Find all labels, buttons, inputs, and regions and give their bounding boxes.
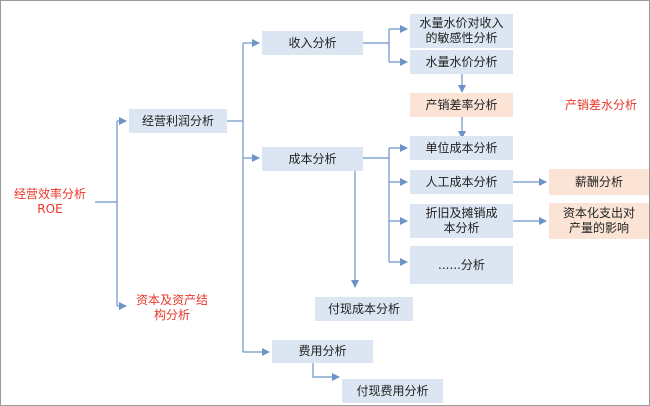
other-analysis-box: ......分析 <box>410 246 513 284</box>
capital-structure-label: 资本及资产结 构分析 <box>135 293 208 322</box>
cash-cost-box: 付现成本分析 <box>315 297 413 321</box>
salary-analysis-box: 薪酬分析 <box>549 169 649 195</box>
labor-cost-box: 人工成本分析 <box>410 170 513 194</box>
root-roe-label: 经营效率分析 ROE <box>13 187 86 216</box>
cash-expense-box: 付现费用分析 <box>342 379 443 403</box>
profit-analysis-box: 经营利润分析 <box>129 109 227 133</box>
expense-analysis-box: 费用分析 <box>272 340 373 363</box>
revenue-analysis-box: 收入分析 <box>262 31 363 55</box>
sales-gap-water-label: 产销差水分析 <box>564 97 637 112</box>
capex-impact-box: 资本化支出对 产量的影响 <box>549 203 649 239</box>
volume-price-sensitivity-box: 水量水价对收入 的敏感性分析 <box>410 14 513 48</box>
cost-analysis-box: 成本分析 <box>262 147 363 171</box>
unit-cost-box: 单位成本分析 <box>410 136 513 160</box>
depreciation-amortization-box: 折旧及摊销成 本分析 <box>410 204 513 238</box>
sales-gap-rate-box: 产销差率分析 <box>410 93 513 117</box>
volume-price-analysis-box: 水量水价分析 <box>410 50 513 74</box>
